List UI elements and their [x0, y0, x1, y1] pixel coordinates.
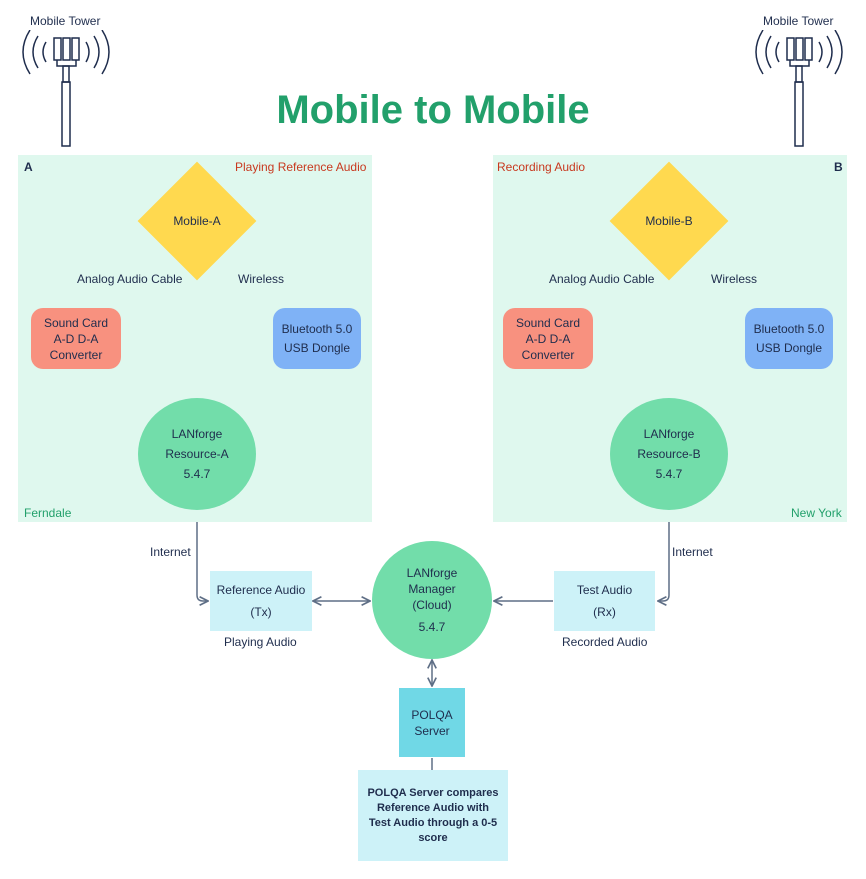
internet-left-label: Internet: [150, 545, 191, 559]
panel-a-location: Ferndale: [24, 506, 72, 520]
lanforge-manager-cloud: LANforge Manager (Cloud) 5.4.7: [372, 541, 492, 659]
manager-line-2: Manager: [408, 582, 456, 596]
polqa-note-box: POLQA Server compares Reference Audio wi…: [358, 770, 508, 861]
bluetooth-dongle-b: Bluetooth 5.0 USB Dongle: [745, 308, 833, 369]
bluetooth-b-line-1: Bluetooth 5.0: [753, 322, 825, 336]
reference-audio-line-1: Reference Audio: [216, 583, 306, 597]
manager-line-4: 5.4.7: [418, 620, 446, 634]
sound-card-b-line-1: Sound Card: [515, 315, 581, 330]
polqa-server-line-2: Server: [414, 723, 450, 738]
polqa-note-line-4: score: [418, 831, 448, 844]
bluetooth-b-line-2: USB Dongle: [755, 341, 823, 355]
polqa-server-box: POLQA Server: [399, 688, 465, 757]
link-internet-left: [196, 510, 208, 601]
manager-line-1: LANforge: [406, 566, 458, 580]
resource-b-line-3: 5.4.7: [655, 467, 683, 481]
resource-b-line-2: Resource-B: [637, 447, 701, 461]
sound-card-b: Sound Card A-D D-A Converter: [503, 308, 593, 369]
reference-audio-box: Reference Audio (Tx): [210, 571, 312, 631]
lanforge-resource-a: LANforge Resource-A 5.4.7: [138, 398, 256, 510]
sound-card-a-line-2: A-D D-A: [53, 331, 99, 346]
panel-a-cable-label: Analog Audio Cable: [77, 272, 183, 286]
polqa-note-line-3: Test Audio through a 0-5: [368, 816, 498, 829]
tower-right-label: Mobile Tower: [763, 14, 834, 28]
panel-b-letter: B: [834, 160, 843, 174]
test-audio-line-2: (Rx): [593, 605, 616, 619]
panel-a-mode: Playing Reference Audio: [235, 160, 367, 174]
reference-audio-line-2: (Tx): [250, 605, 272, 619]
bluetooth-dongle-a: Bluetooth 5.0 USB Dongle: [273, 308, 361, 369]
sound-card-a-line-1: Sound Card: [43, 315, 109, 330]
tower-left-label: Mobile Tower: [30, 14, 101, 28]
panel-a-letter: A: [24, 160, 33, 174]
resource-a-line-1: LANforge: [171, 427, 223, 441]
resource-a-line-2: Resource-A: [165, 447, 229, 461]
test-audio-caption: Recorded Audio: [562, 635, 648, 649]
resource-b-line-1: LANforge: [643, 427, 695, 441]
panel-b-wireless-label: Wireless: [711, 272, 758, 286]
manager-line-3: (Cloud): [412, 598, 452, 612]
sound-card-b-line-3: Converter: [521, 347, 575, 362]
resource-a-line-3: 5.4.7: [183, 467, 211, 481]
cell-tower-icon: [755, 30, 843, 147]
polqa-note-line-1: POLQA Server compares: [367, 786, 499, 799]
sound-card-a: Sound Card A-D D-A Converter: [31, 308, 121, 369]
test-audio-box: Test Audio (Rx): [554, 571, 655, 631]
page-title: Mobile to Mobile: [276, 88, 590, 132]
mobile-a-label: Mobile-A: [173, 214, 221, 228]
bluetooth-a-line-2: USB Dongle: [283, 341, 351, 355]
panel-b-cable-label: Analog Audio Cable: [549, 272, 655, 286]
cell-tower-icon: [22, 30, 110, 147]
internet-right-label: Internet: [672, 545, 713, 559]
test-audio-line-1: Test Audio: [576, 583, 633, 597]
panel-a-wireless-label: Wireless: [238, 272, 285, 286]
link-internet-right: [658, 510, 670, 601]
panel-b-location: New York: [791, 506, 842, 520]
polqa-note-line-2: Reference Audio with: [376, 801, 490, 814]
bluetooth-a-line-1: Bluetooth 5.0: [281, 322, 353, 336]
sound-card-a-line-3: Converter: [49, 347, 103, 362]
reference-audio-caption: Playing Audio: [224, 635, 297, 649]
lanforge-resource-b: LANforge Resource-B 5.4.7: [610, 398, 728, 510]
sound-card-b-line-2: A-D D-A: [525, 331, 571, 346]
polqa-server-line-1: POLQA: [411, 707, 453, 722]
mobile-b-label: Mobile-B: [645, 214, 693, 228]
panel-b-mode: Recording Audio: [497, 160, 586, 174]
